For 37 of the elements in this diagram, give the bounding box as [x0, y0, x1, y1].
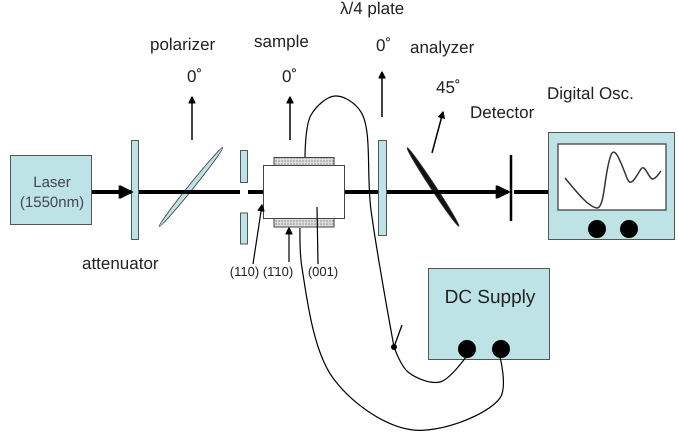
angle-label: 0˚: [187, 68, 202, 87]
wire: [299, 228, 504, 431]
wire: [393, 346, 466, 384]
laser-beam: [248, 190, 263, 194]
laser-box: [10, 155, 92, 225]
polarizer-drawing: [158, 146, 224, 228]
box-label: Laser (1550nm): [18, 173, 86, 212]
laser-beam: [436, 184, 510, 200]
laser-beam: [514, 190, 548, 194]
plane-label: (110): [228, 264, 261, 280]
angle-label: 45˚: [436, 79, 461, 98]
box-label: DC Supply: [444, 286, 536, 310]
component-label: analyzer: [410, 39, 474, 58]
laser-beam: [387, 190, 436, 194]
leader-line: [252, 204, 265, 264]
component-label: polarizer: [150, 36, 216, 55]
analyzer-drawing: [406, 146, 460, 228]
component-label: sample: [254, 33, 309, 52]
laser-beam: [139, 190, 187, 194]
laser-beam: [92, 184, 133, 200]
waveplate-drawing: [378, 140, 387, 236]
laser-beam: [186, 190, 240, 194]
leader-line: [285, 226, 293, 262]
power-supply-box: [428, 268, 550, 360]
plane-label: (1̄10): [261, 264, 295, 280]
plane-label: (001): [306, 264, 340, 280]
sample-drawing: [263, 157, 345, 228]
angle-label: 0˚: [376, 37, 392, 56]
component-label: λ/4 plate: [340, 0, 404, 19]
aperture-drawing: [240, 150, 248, 245]
component-label: Detector: [470, 104, 534, 123]
component-label: Digital Osc.: [547, 85, 634, 104]
laser-beam: [345, 190, 378, 194]
angle-label: 0˚: [282, 68, 298, 87]
component-label: attenuator: [82, 255, 159, 274]
leader-line: [316, 206, 319, 264]
wire: [304, 95, 395, 348]
